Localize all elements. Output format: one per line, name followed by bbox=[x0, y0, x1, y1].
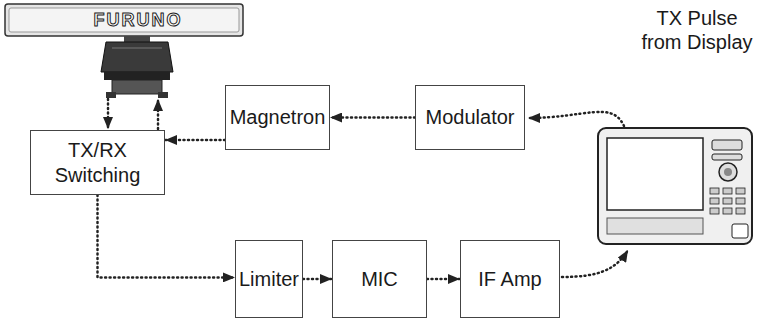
box-label: Limiter bbox=[239, 267, 299, 292]
process-box: Magnetron bbox=[225, 85, 330, 150]
radar-antenna bbox=[5, 4, 243, 98]
signal-note: TX Pulse from Display bbox=[636, 6, 758, 54]
brand-name: FURUNO bbox=[92, 9, 184, 31]
box-label: Modulator bbox=[426, 105, 515, 130]
process-box: IF Amp bbox=[460, 240, 560, 318]
signal-arrow bbox=[330, 116, 415, 119]
box-label: TX/RX Switching bbox=[39, 138, 156, 188]
box-label: IF Amp bbox=[478, 267, 541, 292]
box-label: Magnetron bbox=[230, 105, 326, 130]
signal-arrow bbox=[303, 278, 332, 281]
display-unit bbox=[598, 128, 752, 244]
signal-arrow bbox=[427, 278, 460, 281]
box-label: MIC bbox=[361, 267, 398, 292]
process-box: MIC bbox=[332, 240, 427, 318]
process-box: TX/RX Switching bbox=[30, 130, 165, 195]
process-box: Modulator bbox=[415, 85, 525, 150]
signal-arrow bbox=[98, 195, 236, 277]
process-box: Limiter bbox=[235, 240, 303, 318]
signal-arrow bbox=[165, 139, 225, 142]
